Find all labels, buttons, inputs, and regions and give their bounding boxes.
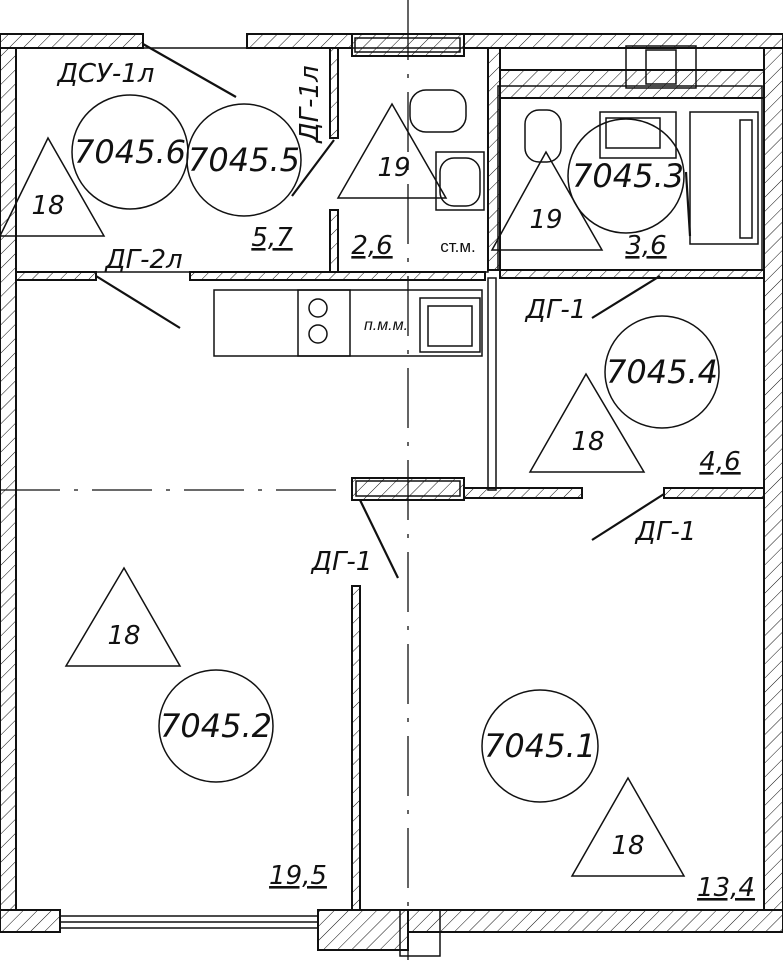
room-circle-7045-4: [604, 315, 720, 429]
tag-number-7045-5: 19: [377, 153, 410, 183]
tag-triangle-7045-2: [64, 566, 182, 667]
room-id-7045-5: 7045.5: [188, 141, 300, 179]
interior-walls: [15, 47, 765, 911]
tag-triangle-7045-6: [0, 136, 106, 237]
tag-triangle-7045-5: [336, 102, 448, 199]
room-id-7045-6: 7045.6: [74, 133, 186, 171]
room-id-7045-2: 7045.2: [160, 707, 272, 745]
room-id-7045-1: 7045.1: [484, 727, 596, 765]
room-id-7045-4: 7045.4: [606, 353, 718, 391]
door-label-dg-1-hall: ДГ-1: [311, 547, 373, 577]
tag-number-7045-3: 19: [529, 205, 562, 235]
door-labels: ДСУ-1л ДГ-1л ДГ-2л ДГ-1 ДГ-1 ДГ-1: [57, 59, 697, 577]
tag-triangle-7045-1: [570, 776, 686, 877]
room-circle-7045-1: [481, 689, 599, 803]
tag-number-7045-1: 18: [611, 831, 644, 861]
area-7045-1: 13,4: [697, 873, 755, 903]
door-label-dsu-1l: ДСУ-1л: [57, 59, 155, 89]
door-swings: [95, 43, 692, 579]
fixtures: [15, 45, 763, 357]
area-7045-2: 19,5: [269, 861, 327, 891]
room-id-labels: 7045.6 7045.5 7045.3 7045.4 7045.2 7045.…: [74, 133, 718, 765]
area-7045-5: 2,6: [351, 231, 392, 261]
dishwasher-label: п.м.м.: [364, 317, 408, 334]
tag-number-7045-6: 18: [31, 191, 64, 221]
door-label-dg-1-right: ДГ-1: [635, 517, 697, 547]
area-7045-3: 3,6: [625, 231, 666, 261]
tag-numbers: 18 19 19 18 18 18: [31, 153, 644, 861]
door-label-dg-1l: ДГ-1л: [295, 65, 325, 143]
room-circles: [71, 94, 720, 803]
tag-number-7045-2: 18: [107, 621, 140, 651]
tag-number-7045-4: 18: [571, 427, 604, 457]
area-7045-6: 5,7: [251, 223, 293, 253]
room-circle-7045-3: [567, 118, 685, 234]
door-label-dg-2l: ДГ-2л: [104, 245, 182, 275]
room-id-7045-3: 7045.3: [572, 157, 684, 195]
room-tags: [0, 102, 686, 877]
door-label-dg-1-upper: ДГ-1: [525, 295, 587, 325]
tag-triangle-7045-4: [528, 372, 646, 473]
area-7045-4: 4,6: [699, 447, 740, 477]
room-circle-7045-2: [158, 669, 274, 783]
washing-machine-label: ст.м.: [440, 237, 476, 256]
room-areas: 5,7 2,6 3,6 4,6 19,5 13,4: [251, 223, 755, 903]
fixture-labels: ст.м. п.м.м.: [364, 237, 476, 334]
exterior-walls: [0, 33, 783, 957]
room-circle-7045-5: [186, 103, 302, 217]
